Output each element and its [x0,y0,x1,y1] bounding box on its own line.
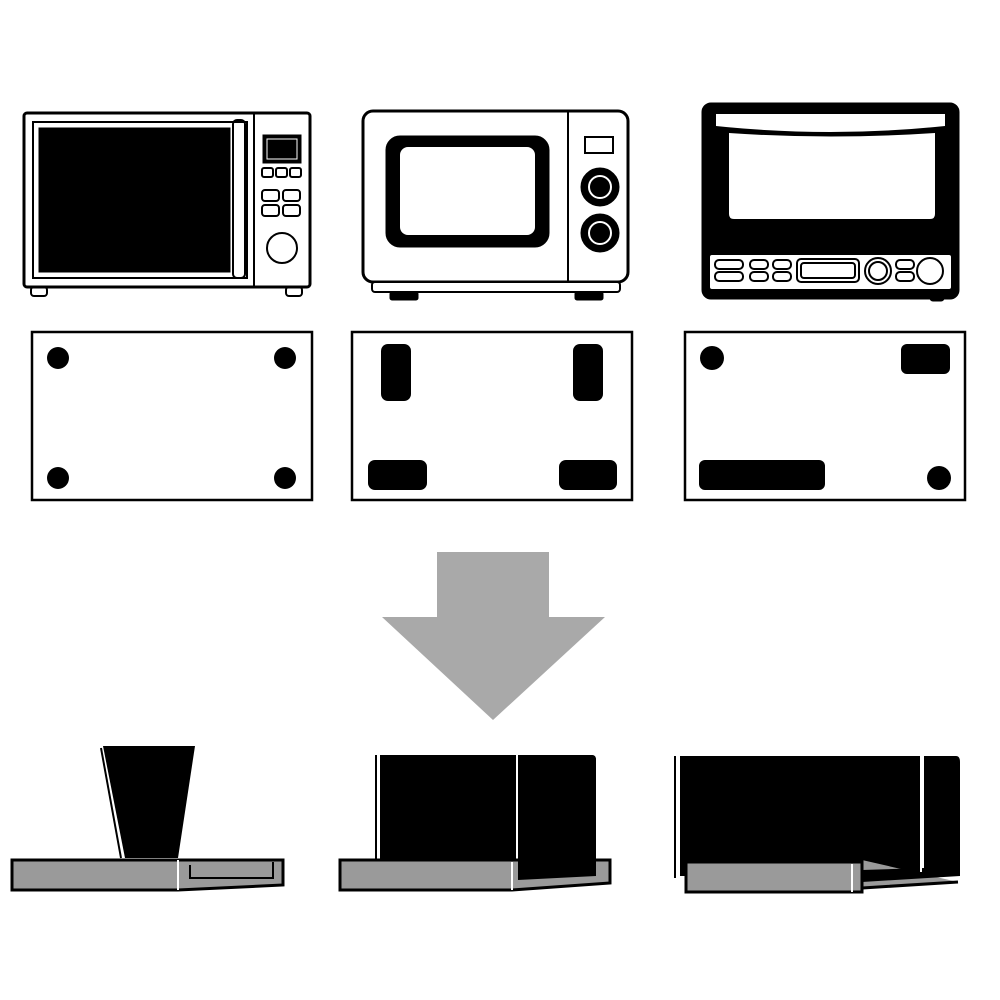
footprint-3 [683,330,967,502]
toaster-oven-icon [701,102,960,302]
footprint-1 [30,330,314,502]
microwave-digital-icon [22,111,312,297]
tray-1 [10,746,285,892]
tray-2 [338,755,612,892]
footprint-2 [350,330,634,502]
tray-3 [674,756,960,894]
microwave-dial-icon [361,109,630,301]
arrow-down-icon [382,552,605,720]
